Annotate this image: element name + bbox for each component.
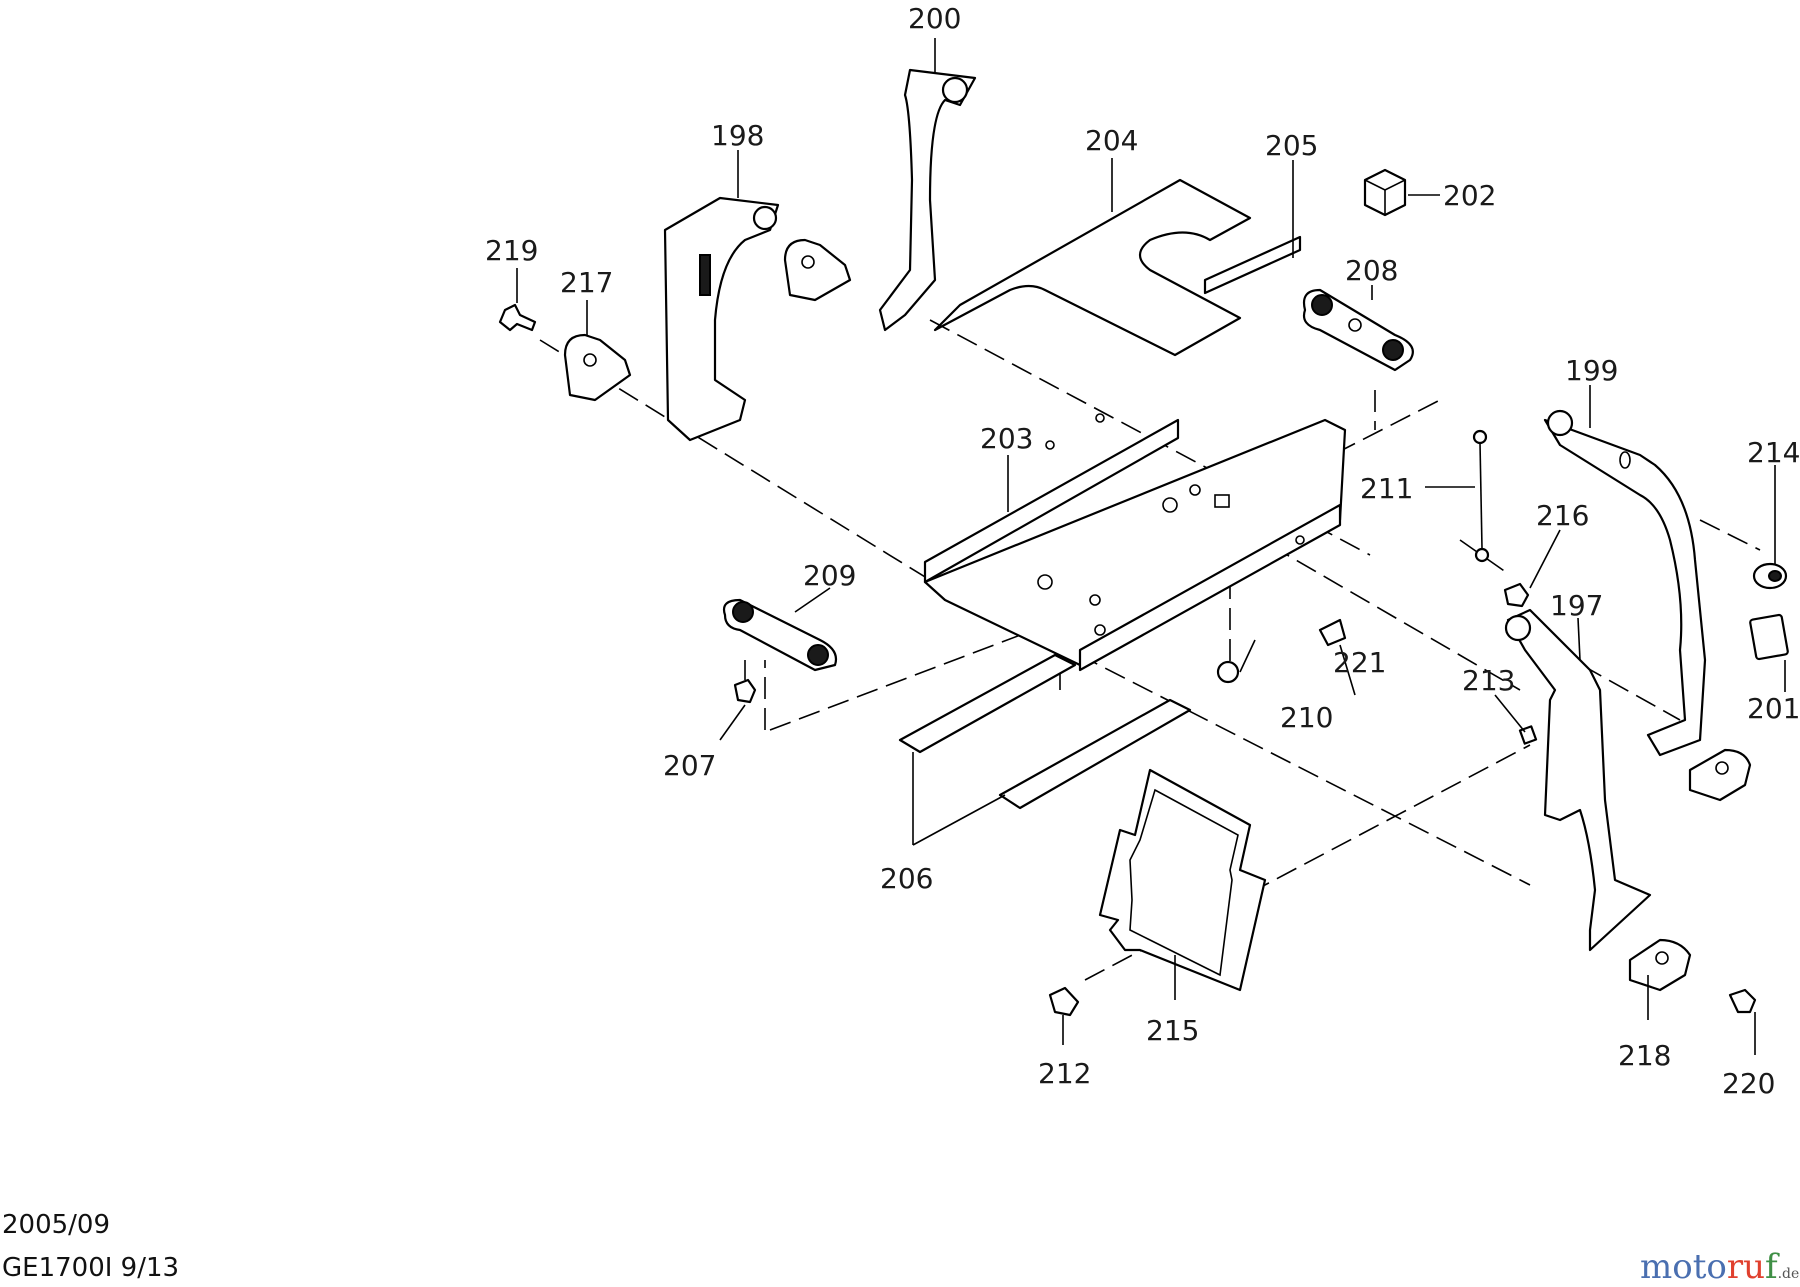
bolt-219 [498,303,537,332]
gasket-215 [1098,768,1267,992]
bracket-197 [1504,608,1652,952]
pad-201 [1749,613,1789,661]
mount-208 [1302,288,1414,372]
callout-208: 208 [1345,254,1398,287]
callout-200: 200 [908,2,961,35]
callout-212: 212 [1038,1057,1091,1090]
callout-221: 221 [1333,646,1386,679]
callout-199: 199 [1565,354,1618,387]
callout-216: 216 [1536,499,1589,532]
callout-203: 203 [980,422,1033,455]
callout-209: 209 [803,559,856,592]
nut-210 [1216,660,1240,684]
angle-bracket-217 [563,333,632,402]
callout-197: 197 [1550,589,1603,622]
plate-204 [933,178,1302,357]
callout-218: 218 [1618,1039,1671,1072]
cable-211 [1472,429,1490,563]
callout-219: 219 [485,234,538,267]
pad-221 [1318,618,1347,647]
callout-213: 213 [1462,664,1515,697]
callout-210: 210 [1280,701,1333,734]
callout-201: 201 [1747,692,1800,725]
bracket-200 [878,68,977,332]
angle-bracket-218 [1628,938,1692,992]
callout-217: 217 [560,266,613,299]
watermark-logo: motoruf.de [1640,1247,1800,1287]
cube-202 [1363,168,1407,217]
callout-214: 214 [1747,436,1800,469]
bolt-207 [733,660,757,704]
angle-bracket-top [783,238,852,302]
footer-date: 2005/09 [2,1210,111,1240]
callout-labels: 200 198 204 205 202 219 217 208 199 203 … [485,2,1800,1100]
bolt-220 [1728,988,1757,1014]
callout-207: 207 [663,749,716,782]
leader-lines [516,38,1786,1055]
callout-211: 211 [1360,472,1413,505]
mount-209 [722,598,838,672]
callout-206: 206 [880,862,933,895]
grommet-214 [1752,562,1788,590]
callout-198: 198 [711,119,764,152]
bolt-216 [1503,582,1530,608]
callout-215: 215 [1146,1014,1199,1047]
base-frame-203 [923,413,1347,672]
callout-202: 202 [1443,179,1496,212]
bracket-198 [663,196,780,442]
bracket-199 [1543,409,1707,757]
bolt-212 [1048,986,1080,1017]
callout-204: 204 [1085,124,1138,157]
footer-model-page: GE1700I 9/13 [2,1253,180,1283]
strips-206 [898,653,1192,810]
callout-220: 220 [1722,1067,1775,1100]
hardware [498,168,1789,1017]
callout-205: 205 [1265,129,1318,162]
angle-bracket-right [1688,748,1752,802]
